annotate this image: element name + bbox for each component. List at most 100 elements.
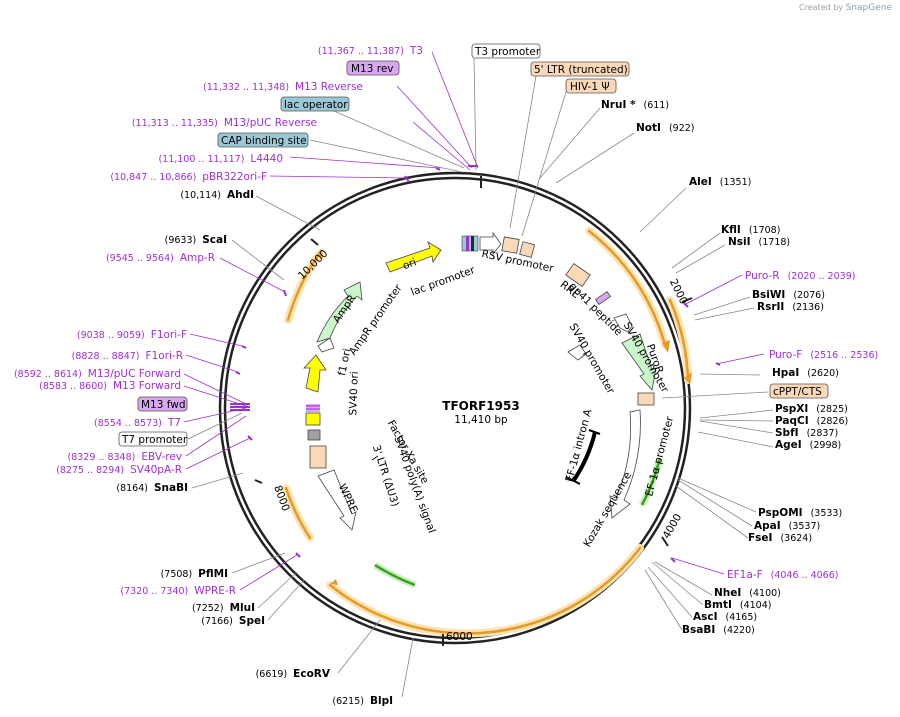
boxed-m13-fwd: M13 fwd [141,399,186,411]
snapgene-logo: SnapGene [845,3,892,13]
primer-ef1a-f: EF1a-F(4046 .. 4066) [727,569,838,581]
ef1a-intron-arc [572,431,597,482]
boxed-hiv-psi: HIV-1 Ψ [570,81,610,93]
enzyme-apai: ApaI(3537) [754,520,820,532]
primer-amp-r: (9545 .. 9564)Amp-R [106,252,215,264]
sv40-polya-box [307,429,321,441]
enzyme-nhei: NheI(4100) [714,587,781,599]
primer-m13-puc-reverse: (11,313 .. 11,335)M13/pUC Reverse [132,117,317,129]
sv40-ori-box [305,412,321,426]
enzyme-noti: NotI(922) [636,122,694,134]
primer-markers [230,165,721,563]
plasmid-size: 11,410 bp [454,414,508,426]
ticks [254,176,693,646]
sv40-promoter-arrow-1 [613,313,633,333]
rsv-box [501,236,520,254]
green-arc-2 [374,563,416,587]
primer-puro-f: Puro-F(2516 .. 2536) [769,349,878,361]
ef1a-promoter-arrow [609,409,641,519]
primer-labels-right: Puro-R(2020 .. 2039) Puro-F(2516 .. 2536… [727,270,878,581]
ori-arrow [385,241,442,273]
green-arc-1 [640,457,662,506]
primer-t3: (11,367 .. 11,387)T3 [318,45,423,57]
snapgene-credit: Created by SnapGene [799,3,892,13]
tick-label-10000: 10,000 [296,247,330,281]
green-arcs [373,457,664,589]
enzyme-scai: (9633)ScaI [165,234,227,246]
boxed-5ltr: 5' LTR (truncated) [534,64,628,76]
enzyme-agei: AgeI(2998) [775,439,841,451]
enzyme-paqci: PaqCI(2826) [775,415,848,427]
primer-m13-reverse: (11,332 .. 11,348)M13 Reverse [203,81,363,93]
enzyme-bmti: BmtI(4104) [704,599,771,611]
primer-leaders [183,51,765,591]
inner-glyphs [303,231,657,531]
enzyme-pspxi: PspXI(2825) [775,403,848,415]
primer-m13-puc-forward: (8592 .. 8614)M13/pUC Forward [14,368,181,380]
enzyme-asci: AscI(4165) [693,611,757,623]
boxed-cap-binding: CAP binding site [221,135,307,147]
enzyme-sbfi: SbfI(2837) [775,427,838,439]
orf-arrowhead-5 [317,249,323,259]
label-rsv-promoter: RSV promoter [480,248,555,275]
primer-ebv-rev: (8329 .. 8348)EBV-rev [68,451,183,463]
enzyme-nsii: NsiI(1718) [728,236,790,248]
lac-promoter-arrow [479,231,502,256]
enzyme-spei: (7166)SpeI [201,615,265,627]
boxed-m13-rev: M13 rev [351,63,394,75]
wpre-arrow [317,469,357,531]
enzyme-pspomi: PspOMI(3533) [758,507,842,519]
primer-m13-forward: (8583 .. 8600)M13 Forward [39,380,181,392]
label-sv40-promoter-2: SV40 promoter [567,321,617,396]
credit-prefix: Created by [799,3,844,12]
backbone-inner [223,176,687,640]
enzyme-pflmi: (7508)PflMI [161,568,228,580]
enzyme-snabi: (8164)SnaBI [116,482,188,494]
primer-sv40pa-r: (8275 .. 8294)SV40pA-R [56,464,182,476]
primer-l4440: (11,100 .. 11,117)L4440 [158,153,283,165]
boxed-cppt: cPPT/CTS [773,386,822,398]
hiv-box [519,241,536,258]
enzyme-mlui: (7252)MluI [192,602,255,614]
primer-t7: (8554 .. 8573)T7 [94,417,181,429]
boxed-t7-promoter: T7 promoter [121,434,188,446]
label-sv40-ori: SV40 ori [347,371,361,416]
boxed-lac-operator: lac operator [284,99,348,111]
ampr-promoter-arrow [317,337,335,353]
enzyme-kfli: KflI(1708) [721,224,780,236]
m13-stripes [306,404,320,412]
primer-pbr322ori-f: (10,847 .. 10,866)pBR322ori-F [110,171,267,183]
sv40-promoter-arrow-2 [567,344,587,361]
orf-arcs [282,227,692,638]
boxed-t3-promoter: T3 promoter [474,46,541,58]
enzyme-labels-right: NruI *(611) NotI(922) AleI(1351) KflI(17… [601,99,848,636]
ltr3-box [309,445,327,469]
leader-lines [187,55,774,698]
enzyme-ahdi: (10,114)AhdI [180,189,254,201]
ampr-arrow [316,281,363,343]
label-ori: ori [401,256,418,272]
enzyme-blpi: (6215)BlpI [332,695,393,707]
enzyme-bsabi: BsaBI(4220) [682,624,755,636]
primer-f1ori-r: (8828 .. 8847)F1ori-R [72,350,183,362]
enzyme-hpai: HpaI(2620) [772,367,839,379]
tick-label-6000: 6000 [446,631,473,643]
cppt-box [637,392,655,406]
primer-puro-r: Puro-R(2020 .. 2039) [745,270,855,282]
label-sv40-polya: SV40 poly(A) signal [391,434,437,534]
enzyme-alei: AleI(1351) [689,176,751,188]
puror-arrow [621,333,657,391]
enzyme-nrui: NruI *(611) [601,99,669,111]
label-ampr: AmpR [331,293,359,326]
orf-arrowhead-1 [662,340,670,353]
enzyme-labels-left: (10,114)AhdI (9633)ScaI (8164)SnaBI (750… [116,189,393,707]
gp41-box [594,290,612,306]
plasmid-name: TFORF1953 [442,399,519,413]
boxed-labels: T3 promoter 5' LTR (truncated) HIV-1 Ψ M… [118,43,829,447]
primer-labels-left: (11,367 .. 11,387)T3 (11,332 .. 11,348)M… [14,45,423,597]
enzyme-rsrii: RsrII(2136) [757,301,824,313]
orf-arc-2 [666,296,692,384]
enzyme-ecorv: (6619)EcoRV [256,668,331,680]
enzyme-fsei: FseI(3624) [748,532,812,544]
